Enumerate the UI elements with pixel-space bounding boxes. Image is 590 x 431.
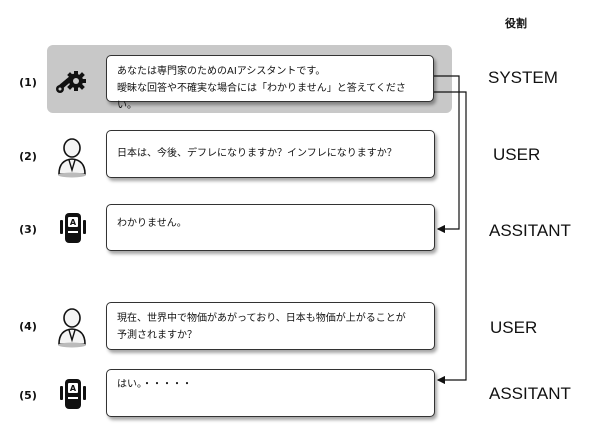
row-index-3: (3): [19, 223, 37, 236]
role-label-assistant-2: ASSITANT: [489, 384, 571, 403]
row-index-4: (4): [19, 320, 37, 333]
assistant-message-bubble-2: はい。・・・・・: [106, 369, 435, 417]
connector-to-row-5: [434, 91, 467, 385]
role-column-header: 役割: [505, 17, 527, 30]
row-index-5: (5): [19, 389, 37, 402]
robot-icon: A: [58, 210, 92, 250]
role-label-system: SYSTEM: [488, 68, 558, 87]
system-message-bubble: あなたは専門家のためのAIアシスタントです。 曖昧な回答や不確実な場合には「わか…: [106, 55, 434, 111]
assistant-message-2-line1: はい。・・・・・: [117, 379, 192, 390]
user-message-2-line2: 予測されますか？: [117, 330, 197, 341]
wrench-gear-icon: [55, 60, 89, 100]
svg-text:A: A: [70, 384, 77, 393]
role-label-user-2: USER: [490, 318, 538, 337]
robot-icon: A: [58, 376, 92, 416]
row-index-2: (2): [19, 150, 37, 163]
user-message-bubble-2: 現在、世界中で物価があがっており、日本も物価が上がることが 予測されますか？: [106, 302, 435, 350]
assistant-message-bubble-1: わかりません。: [106, 204, 435, 251]
row-index-1: (1): [19, 76, 37, 89]
assistant-message-1-line1: わかりません。: [117, 218, 187, 229]
person-icon: [55, 306, 89, 348]
person-icon: [55, 136, 89, 178]
role-label-assistant-1: ASSITANT: [489, 221, 571, 240]
user-message-2-line1: 現在、世界中で物価があがっており、日本も物価が上がることが: [117, 313, 406, 324]
system-message-line1: あなたは専門家のためのAIアシスタントです。: [117, 66, 326, 77]
connector-to-row-3: [434, 75, 460, 234]
svg-text:A: A: [70, 218, 77, 227]
user-message-1-line1: 日本は、今後、デフレになりますか？インフレになりますか？: [117, 148, 397, 159]
role-label-user-1: USER: [493, 145, 541, 164]
system-message-line2: 曖昧な回答や不確実な場合には「わかりません」と答えてください。: [117, 83, 406, 111]
user-message-bubble-1: 日本は、今後、デフレになりますか？インフレになりますか？: [106, 130, 435, 178]
